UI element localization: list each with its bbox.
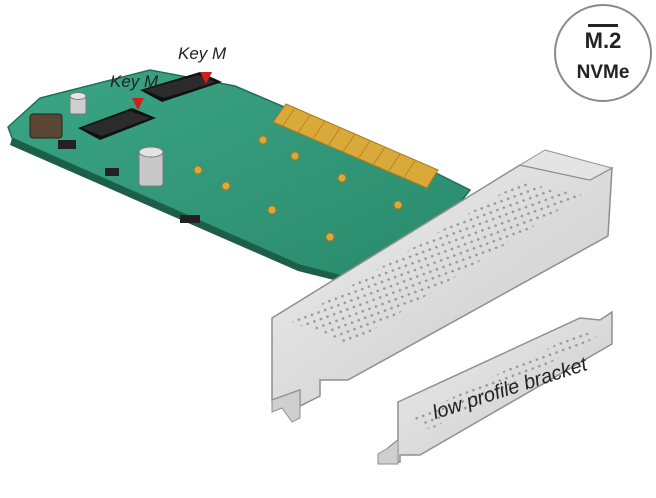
m2-slot-left: [78, 108, 156, 140]
capacitor-small: [69, 92, 87, 115]
key-m-left-label: Key M: [110, 72, 159, 91]
inductor: [29, 113, 63, 139]
full-height-bracket: [271, 149, 614, 423]
m2-standoff-holes: [193, 135, 403, 242]
key-m-right-label: Key M: [178, 44, 227, 63]
pcie-edge-connector: [272, 103, 439, 189]
badge-overline: [588, 24, 618, 27]
key-m-markers: [132, 72, 212, 110]
badge-nvme-text: NVMe: [576, 62, 630, 83]
m2-slot-right: [140, 72, 222, 102]
capacitor-large: [138, 146, 164, 187]
low-profile-bracket: [377, 310, 613, 465]
small-chips: [58, 140, 200, 223]
m2-nvme-badge: M.2 NVMe: [554, 4, 652, 102]
badge-m2-text: M.2: [556, 24, 650, 54]
